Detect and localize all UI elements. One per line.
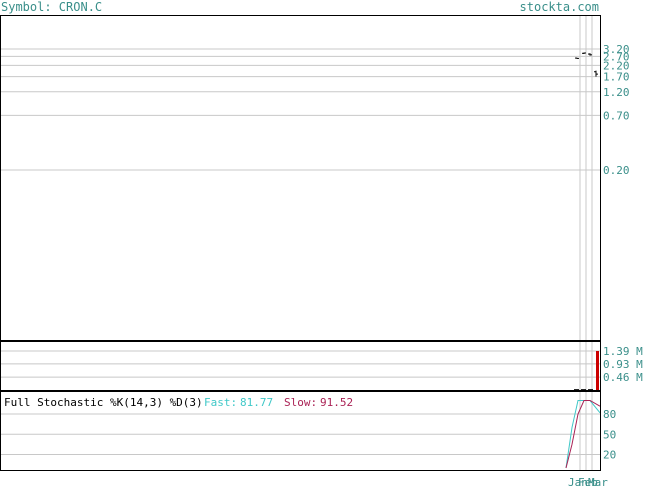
- volume-bar: [574, 389, 579, 390]
- slow-line: [565, 400, 601, 469]
- stochastic-tick-label: 20: [603, 449, 616, 462]
- symbol-label: Symbol: CRON.C: [1, 0, 103, 14]
- site-label[interactable]: stockta.com: [519, 0, 599, 14]
- slow-label: Slow:: [284, 396, 317, 409]
- price-tick-label: 0.70: [603, 109, 630, 122]
- volume-bars: [574, 351, 599, 390]
- panel-frames: [0, 15, 601, 471]
- price-tick-label: 1.20: [603, 86, 630, 99]
- fast-line: [565, 400, 601, 469]
- price-tick-label: 1.70: [603, 71, 630, 84]
- stochastic-tick-label: 50: [603, 428, 616, 441]
- stochastic-title: Full Stochastic %K(14,3) %D(3): [4, 396, 203, 409]
- volume-bar: [581, 389, 586, 390]
- x-axis-label: Jan: [568, 476, 588, 486]
- price-panel-frame: [0, 15, 601, 341]
- fast-value: 81.77: [240, 396, 273, 409]
- axis-labels: 3.202.702.201.70 1.20 0.70 0.20 1.39 M0.93 M…: [568, 43, 643, 486]
- volume-tick-label: 0.93 M: [603, 358, 643, 371]
- x-axis-label: Feb: [578, 476, 598, 486]
- grid-lines: [0, 15, 600, 470]
- stochastic-lines: [565, 400, 601, 469]
- price-tick-label: 0.20: [603, 164, 630, 177]
- price-bars: [575, 52, 598, 77]
- volume-bar: [596, 351, 599, 390]
- volume-tick-label: 0.46 M: [603, 371, 643, 384]
- price-tick-label: 3.20: [603, 43, 630, 56]
- volume-bar: [588, 389, 593, 390]
- stochastic-panel-frame: [0, 391, 601, 471]
- price-tick-label: 2.70: [603, 50, 630, 63]
- x-axis-label: Mar: [588, 476, 608, 486]
- volume-tick-label: 1.39 M: [603, 345, 643, 358]
- slow-value: 91.52: [320, 396, 353, 409]
- price-tick-label: 2.20: [603, 59, 630, 72]
- volume-panel-frame: [0, 341, 601, 391]
- fast-label: Fast:: [204, 396, 237, 409]
- stochastic-tick-label: 80: [603, 408, 616, 421]
